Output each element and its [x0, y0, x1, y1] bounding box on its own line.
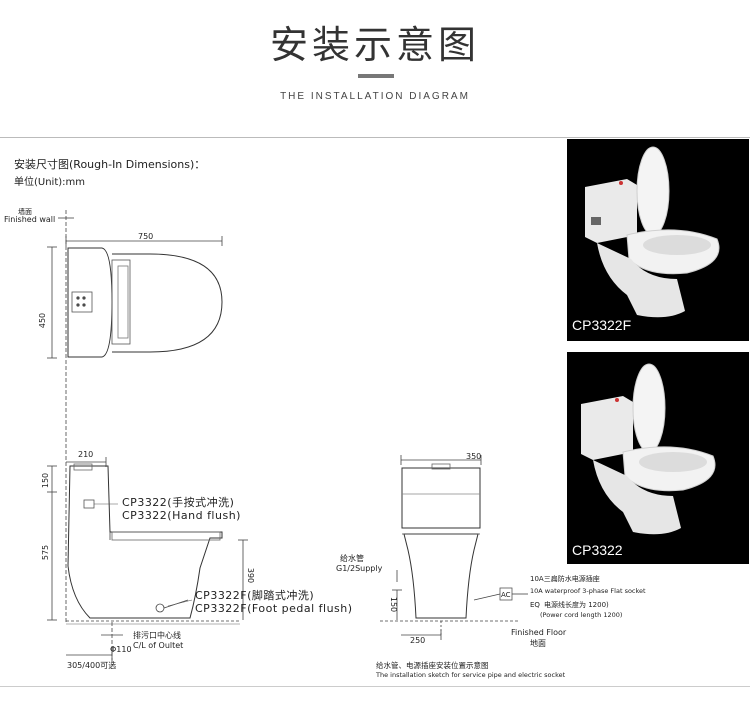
cord-label-en: (Power cord length 1200) — [540, 611, 623, 619]
dim-phi110-label: Φ110 — [110, 645, 132, 654]
dim-side-width-label: 350 — [466, 452, 482, 461]
drawing-heading: 安装尺寸图(Rough-In Dimensions)： — [14, 158, 206, 171]
dim-tank-label: 210 — [78, 450, 94, 459]
toilet-image — [585, 146, 720, 318]
floor-label-cn: 地面 — [530, 639, 546, 648]
product-photo-cp3322f: CP3322F — [567, 139, 749, 341]
wall-label-cn: 墙面 — [18, 208, 32, 216]
bottom-divider — [0, 686, 750, 687]
water-supply-en: G1/2Supply — [336, 564, 383, 573]
outlet-label-en: C/L of Oultet — [133, 641, 184, 650]
control-panel — [71, 291, 93, 313]
dim-150-right-label: 150 — [389, 596, 399, 613]
photo-label-cp3322: CP3322 — [572, 542, 623, 558]
drawing-unit: 单位(Unit):mm — [14, 177, 86, 188]
foot-pedal — [155, 603, 165, 613]
installation-diagram — [47, 210, 528, 666]
socket-label-cn: 10A三扁防水电源插座 — [530, 575, 600, 583]
dim-depth-label: 450 — [38, 312, 48, 329]
dim-390-label: 390 — [246, 567, 256, 584]
dim-250-label: 250 — [410, 636, 426, 645]
floor-label-en: Finished Floor — [511, 628, 567, 637]
outlet-label-cn: 排污口中心线 — [133, 631, 181, 640]
model-hand-cn: CP3322(手按式冲洗) — [122, 496, 235, 509]
photo-label-cp3322f: CP3322F — [572, 317, 632, 333]
title-underline — [358, 74, 394, 78]
sketch-caption-en: The installation sketch for service pipe… — [376, 671, 566, 679]
page-subtitle: THE INSTALLATION DIAGRAM — [280, 91, 470, 102]
wall-label-en: Finished wall — [4, 215, 56, 224]
product-photo-cp3322: CP3322 — [567, 352, 749, 564]
flush-button — [83, 499, 95, 509]
side-view-toilet — [67, 465, 223, 619]
toilet-image — [581, 363, 716, 535]
socket-label-en: 10A waterproof 3-phase Flat socket — [530, 587, 646, 595]
rough-in-label: 305/400可选 — [67, 661, 117, 670]
dim-width-label: 750 — [138, 232, 154, 241]
dim-575-label: 575 — [41, 544, 51, 561]
water-supply-cn: 给水管 — [340, 554, 364, 563]
dim-150-left-label: 150 — [41, 472, 51, 489]
top-view-seat — [112, 253, 223, 353]
front-view-bowl — [403, 533, 479, 619]
model-foot-en: CP3322F(Foot pedal flush) — [195, 602, 353, 615]
page-title: 安装示意图 — [269, 23, 480, 67]
model-hand-en: CP3322(Hand flush) — [122, 509, 241, 522]
cord-label-cn: 电源线长度为 1200) — [544, 601, 609, 609]
model-foot-cn: CP3322F(脚踏式冲洗) — [195, 589, 315, 602]
header-divider — [0, 137, 750, 138]
sketch-caption-cn: 给水管、电源插座安装位置示意图 — [376, 661, 489, 670]
eq-label: EQ — [530, 601, 540, 609]
front-view-tank — [401, 467, 481, 529]
ac-label: AC — [501, 591, 511, 599]
top-view-tank — [67, 247, 113, 358]
